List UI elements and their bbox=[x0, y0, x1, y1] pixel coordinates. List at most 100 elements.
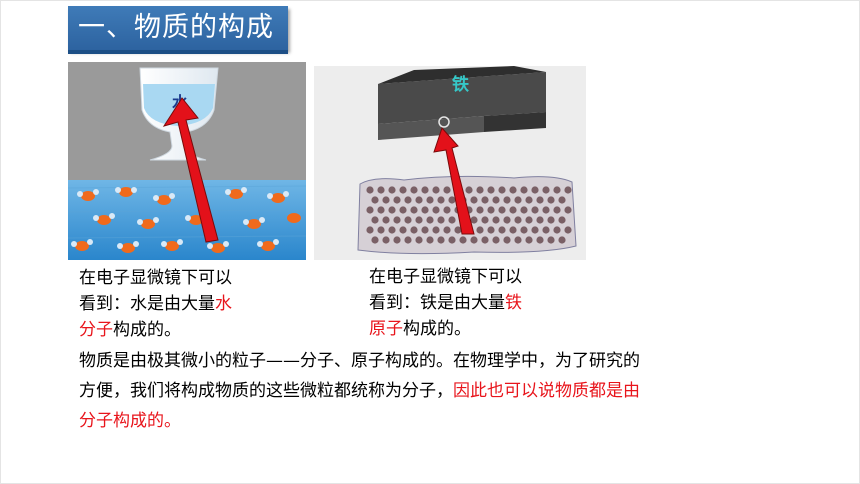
iron-atom bbox=[514, 196, 522, 204]
iron-atom bbox=[547, 236, 555, 244]
iron-atom bbox=[426, 216, 434, 224]
iron-atom bbox=[520, 186, 528, 194]
iron-atom bbox=[443, 206, 451, 214]
iron-atom bbox=[498, 226, 506, 234]
iron-atom bbox=[437, 216, 445, 224]
iron-atom bbox=[525, 196, 533, 204]
iron-atom bbox=[393, 236, 401, 244]
iron-atom bbox=[558, 236, 566, 244]
iron-atom bbox=[542, 186, 550, 194]
iron-atom bbox=[371, 216, 379, 224]
iron-atom bbox=[371, 236, 379, 244]
iron-atom bbox=[448, 196, 456, 204]
iron-atom bbox=[388, 186, 396, 194]
iron-atom bbox=[443, 226, 451, 234]
title-underline bbox=[68, 50, 288, 54]
iron-atom bbox=[410, 186, 418, 194]
iron-atom bbox=[503, 196, 511, 204]
iron-atom bbox=[399, 186, 407, 194]
iron-atom bbox=[498, 186, 506, 194]
iron-atom bbox=[382, 216, 390, 224]
iron-label: 铁 bbox=[452, 74, 469, 95]
iron-atom bbox=[481, 196, 489, 204]
iron-atom bbox=[421, 226, 429, 234]
iron-atom bbox=[542, 226, 550, 234]
iron-atom bbox=[410, 226, 418, 234]
caption-water-line2: 看到：水是由大量水 bbox=[79, 291, 294, 317]
iron-atom bbox=[531, 206, 539, 214]
body-text: 物质是由极其微小的粒子——分子、原子构成的。在物理学中，为了研究的方便，我们将构… bbox=[79, 351, 640, 401]
iron-atom bbox=[564, 206, 572, 214]
iron-atom bbox=[487, 206, 495, 214]
iron-atom bbox=[492, 236, 500, 244]
iron-atom bbox=[377, 206, 385, 214]
iron-atom bbox=[470, 196, 478, 204]
iron-atom bbox=[448, 236, 456, 244]
iron-atom bbox=[454, 226, 462, 234]
caption-water-line1: 在电子显微镜下可以 bbox=[79, 268, 232, 288]
caption-water-highlight-2: 分子 bbox=[79, 320, 113, 340]
water-molecules bbox=[71, 187, 301, 253]
iron-atom bbox=[465, 186, 473, 194]
iron-atom bbox=[382, 196, 390, 204]
iron-atoms-image: 铁 bbox=[314, 66, 586, 260]
iron-atom bbox=[509, 226, 517, 234]
iron-atom bbox=[377, 186, 385, 194]
iron-atom bbox=[393, 216, 401, 224]
caption-iron-highlight-2: 原子 bbox=[369, 319, 403, 339]
iron-atom bbox=[476, 226, 484, 234]
iron-atom bbox=[470, 236, 478, 244]
iron-atom bbox=[415, 196, 423, 204]
caption-iron-line3: 原子构成的。 bbox=[369, 316, 579, 342]
iron-atom bbox=[481, 216, 489, 224]
iron-atom bbox=[542, 206, 550, 214]
iron-atom bbox=[553, 226, 561, 234]
iron-atom bbox=[421, 206, 429, 214]
iron-atom bbox=[437, 236, 445, 244]
caption-water: 在电子显微镜下可以 看到：水是由大量水 分子构成的。 bbox=[79, 265, 294, 343]
caption-water-line3: 分子构成的。 bbox=[79, 317, 294, 343]
iron-atom bbox=[366, 206, 374, 214]
iron-atom bbox=[520, 206, 528, 214]
iron-atom bbox=[371, 196, 379, 204]
iron-atom bbox=[443, 186, 451, 194]
iron-atom bbox=[525, 216, 533, 224]
iron-atom bbox=[393, 196, 401, 204]
iron-atom bbox=[404, 196, 412, 204]
caption-iron-highlight: 铁 bbox=[505, 293, 522, 313]
iron-atom bbox=[432, 186, 440, 194]
iron-atom bbox=[503, 216, 511, 224]
iron-atom bbox=[432, 226, 440, 234]
iron-atom bbox=[536, 216, 544, 224]
iron-atom bbox=[547, 196, 555, 204]
iron-atom bbox=[415, 236, 423, 244]
caption-water-text-2: 构成的。 bbox=[113, 320, 181, 340]
iron-atom bbox=[399, 226, 407, 234]
iron-atom bbox=[558, 216, 566, 224]
iron-atom bbox=[415, 216, 423, 224]
iron-atom bbox=[514, 236, 522, 244]
iron-atom bbox=[525, 236, 533, 244]
caption-water-highlight: 水 bbox=[215, 294, 232, 314]
iron-atom bbox=[366, 226, 374, 234]
caption-iron-line2: 看到：铁是由大量铁 bbox=[369, 290, 579, 316]
iron-atom bbox=[421, 186, 429, 194]
iron-atom bbox=[536, 236, 544, 244]
iron-atom bbox=[410, 206, 418, 214]
iron-atom bbox=[432, 206, 440, 214]
iron-atom bbox=[492, 216, 500, 224]
iron-atom bbox=[448, 216, 456, 224]
iron-atom bbox=[426, 236, 434, 244]
iron-atom bbox=[388, 206, 396, 214]
iron-arrow bbox=[433, 127, 475, 235]
iron-atom bbox=[476, 186, 484, 194]
iron-atom bbox=[547, 216, 555, 224]
water-molecules-image: 水 bbox=[68, 62, 306, 260]
body-highlight: 因此也可以说物质都是由分子构成的。 bbox=[79, 381, 640, 431]
iron-atom bbox=[553, 186, 561, 194]
iron-atom bbox=[399, 206, 407, 214]
iron-atom bbox=[520, 226, 528, 234]
iron-atom bbox=[459, 236, 467, 244]
iron-atom bbox=[509, 206, 517, 214]
iron-atom bbox=[481, 236, 489, 244]
